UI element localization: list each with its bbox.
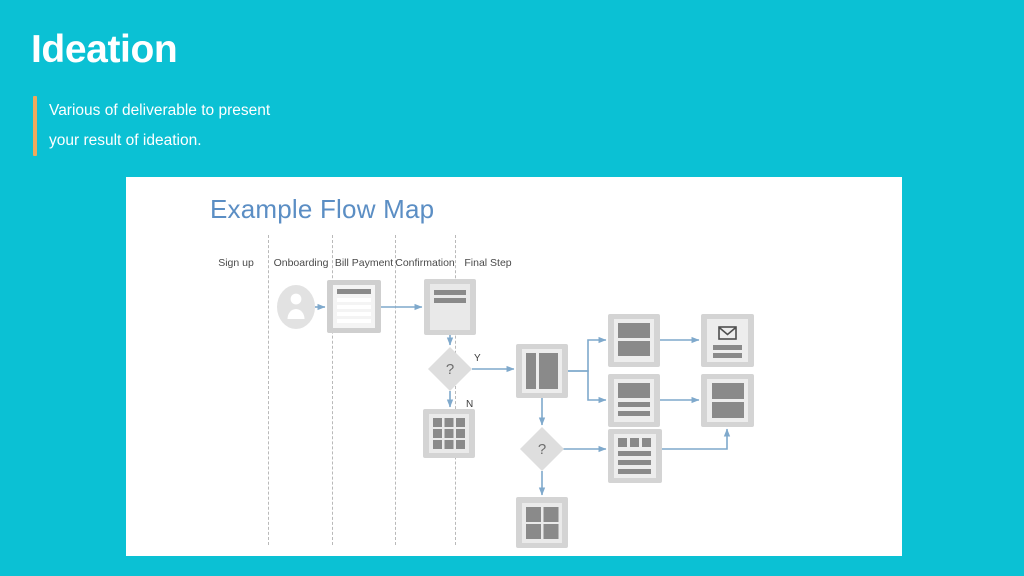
column-header-onboarding: Onboarding bbox=[273, 257, 329, 269]
flow-map-panel: Example Flow Map Sign up Onboarding Bill… bbox=[126, 177, 902, 556]
connector-group bbox=[315, 303, 731, 496]
quad-grid-card[interactable] bbox=[516, 497, 568, 548]
svg-text:?: ? bbox=[446, 361, 454, 378]
edge-confirm3-finalcard bbox=[662, 428, 731, 450]
edge-billpay-confirm1 bbox=[568, 336, 607, 372]
lane-separator-1 bbox=[268, 235, 269, 545]
keypad-grid-card[interactable] bbox=[423, 409, 475, 458]
column-header-confirmation: Confirmation bbox=[395, 257, 455, 269]
decision-diamond-1[interactable]: ? bbox=[428, 347, 472, 391]
confirmation-card-1[interactable] bbox=[608, 314, 660, 367]
envelope-icon bbox=[718, 326, 737, 340]
decision-yes-label: Y bbox=[474, 353, 481, 364]
lane-separator-4 bbox=[455, 235, 456, 545]
flow-map-title: Example Flow Map bbox=[210, 194, 435, 224]
page-title: Ideation bbox=[31, 28, 178, 71]
final-step-card[interactable] bbox=[701, 374, 754, 427]
column-header-final-step: Final Step bbox=[464, 257, 512, 269]
user-avatar[interactable] bbox=[277, 285, 315, 329]
signup-form-card[interactable] bbox=[327, 280, 381, 333]
svg-text:?: ? bbox=[538, 441, 546, 458]
accent-bar bbox=[33, 96, 37, 157]
decision-diamond-2[interactable]: ? bbox=[520, 427, 564, 471]
lane-separator-3 bbox=[395, 235, 396, 545]
confirmation-list-card[interactable] bbox=[608, 429, 662, 483]
bill-payment-card[interactable] bbox=[516, 344, 568, 398]
column-header-bill-payment: Bill Payment bbox=[334, 257, 394, 269]
email-card[interactable] bbox=[701, 314, 754, 367]
confirmation-card-2[interactable] bbox=[608, 374, 660, 427]
lane-separator-2 bbox=[332, 235, 333, 545]
flow-diagram: Y N ? bbox=[277, 279, 754, 548]
column-header-sign-up: Sign up bbox=[218, 257, 254, 269]
subtitle-block: Various of deliverable to present your r… bbox=[33, 96, 271, 157]
subtitle-text: Various of deliverable to present your r… bbox=[49, 102, 271, 150]
decision-no-label: N bbox=[466, 399, 473, 410]
onboarding-card[interactable] bbox=[424, 279, 476, 335]
edge-billpay-confirm2 bbox=[568, 370, 607, 404]
